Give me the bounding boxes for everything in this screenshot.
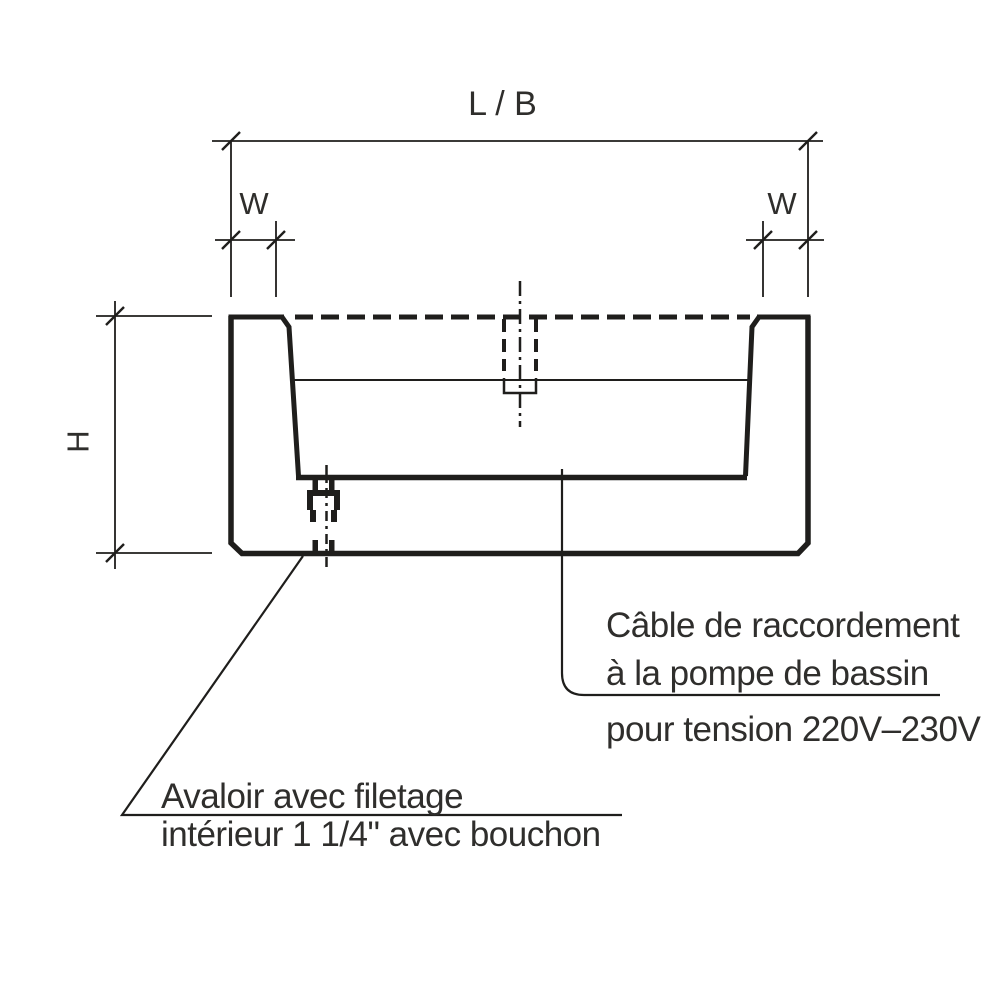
basin-outer-shell bbox=[228, 316, 811, 557]
drain-annotation-line1: Avaloir avec filetage bbox=[161, 777, 464, 816]
drain-annotation-line2: intérieur 1 1/4" avec bouchon bbox=[161, 815, 601, 854]
dim-length bbox=[212, 140, 823, 297]
leader-cable bbox=[560, 469, 940, 697]
dim-height bbox=[96, 301, 212, 569]
cable-annotation-line2: à la pompe de bassin bbox=[606, 654, 929, 693]
basin-rim-left bbox=[228, 314, 301, 477]
height-dimension-label: H bbox=[60, 430, 96, 453]
cable-annotation-line1: Câble de raccordement bbox=[606, 606, 960, 645]
basin-rim-right bbox=[743, 314, 811, 477]
pump-pipe-hidden bbox=[502, 319, 538, 371]
wall-width-left-label: W bbox=[239, 186, 269, 221]
dim-wall-right-ticks bbox=[753, 230, 818, 250]
cable-annotation-line3: pour tension 220V–230V bbox=[606, 710, 981, 749]
wall-width-right-label: W bbox=[767, 186, 797, 221]
dim-length-ticks bbox=[221, 131, 818, 151]
leader-drain bbox=[119, 555, 622, 817]
length-dimension-label: L / B bbox=[468, 85, 537, 123]
dim-wall-right bbox=[746, 221, 824, 297]
dim-wall-left bbox=[215, 221, 295, 297]
drain-fitting bbox=[307, 480, 340, 553]
dim-wall-left-ticks bbox=[221, 230, 286, 250]
dim-height-ticks bbox=[105, 306, 125, 563]
